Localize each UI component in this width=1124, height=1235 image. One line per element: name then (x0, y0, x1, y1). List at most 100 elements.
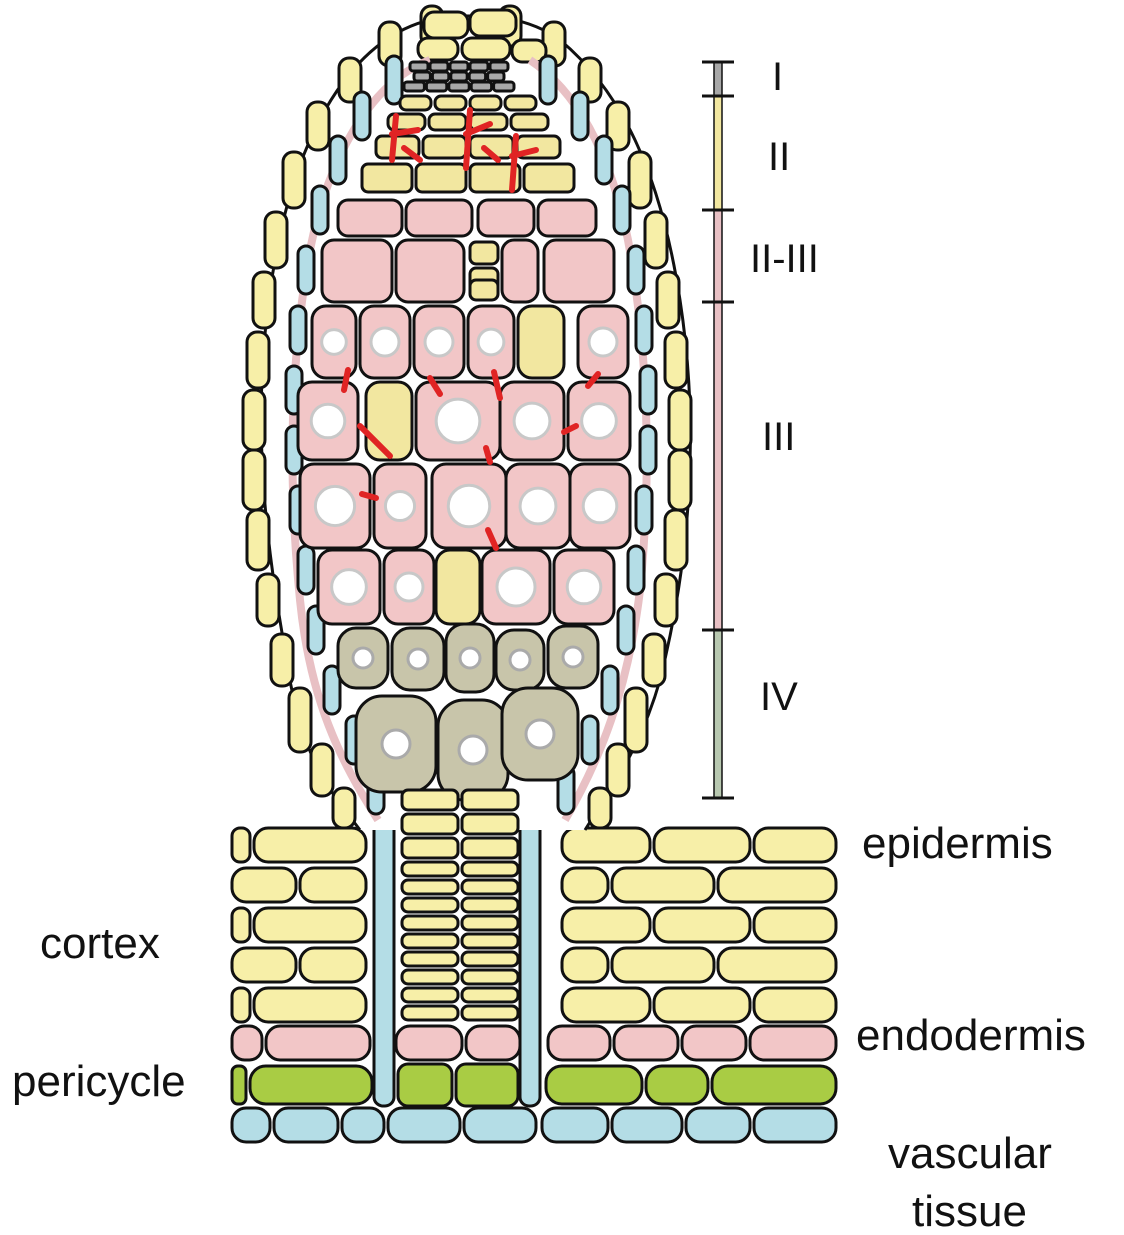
label-vascular: vascular (888, 1129, 1052, 1178)
vascular-cell (342, 1108, 384, 1142)
vascular-cell (388, 1108, 460, 1142)
cortex-cell (562, 868, 608, 902)
label-epidermis: epidermis (862, 819, 1053, 868)
cortex-cell (562, 948, 608, 982)
stage-II-III-cell (538, 200, 596, 236)
cell-remnant (459, 736, 487, 764)
cell-nucleus (322, 330, 347, 355)
stage-II-cell (362, 164, 412, 192)
primordium-vascular-cell (636, 306, 652, 354)
cell-remnant (382, 730, 410, 758)
overlying-cell (333, 788, 355, 828)
stage-III-cell (518, 306, 564, 378)
stage-II-III-cell (322, 240, 392, 302)
stem-cell (462, 880, 518, 894)
primordium-vascular-cell (290, 306, 306, 354)
cell-remnant (408, 649, 428, 669)
stem-cell (462, 916, 518, 930)
stage-I-cell (450, 62, 468, 71)
cell-remnant (460, 648, 480, 668)
stage-II-cell (435, 96, 466, 110)
overlying-cell (655, 574, 677, 626)
primordium-vascular-cell (596, 136, 612, 184)
overlying-cell (247, 332, 269, 388)
stage-III-cells (298, 306, 630, 624)
stage-II-III-cell (478, 200, 534, 236)
primordium-vascular-cell (640, 366, 656, 414)
stage-III-cell (436, 550, 480, 624)
primordium-vascular-cell (540, 56, 556, 104)
stem-cell (402, 898, 458, 912)
endodermis-cell (266, 1026, 370, 1060)
stem-cell (402, 952, 458, 966)
vascular-cell (274, 1108, 338, 1142)
overlying-cell (265, 212, 287, 268)
stem-cell (402, 862, 458, 876)
primordium-vascular-cell (298, 246, 314, 294)
cortex-cell (612, 868, 714, 902)
stem-cell (462, 790, 518, 810)
stem-cell (462, 952, 518, 966)
overlying-cell (643, 634, 665, 686)
cortex-cell (612, 948, 714, 982)
cortex-cell (300, 868, 366, 902)
overlying-cell (589, 788, 611, 828)
stage-I-cell (494, 82, 514, 91)
stem-cell (402, 838, 458, 858)
primordium-vascular-cell (298, 546, 314, 594)
cortex-cell (718, 868, 836, 902)
stage-II-cell (429, 114, 466, 130)
stage-I-cell (451, 72, 467, 81)
overlying-cell (283, 152, 305, 208)
cortex-cell (754, 988, 836, 1022)
overlying-cell (645, 212, 667, 268)
stage-II-III-cell (470, 242, 498, 264)
overlying-cell (625, 688, 647, 752)
stage-I-cell (426, 82, 446, 91)
stem-cell (402, 790, 458, 810)
stage-II-III-cell (470, 280, 498, 300)
stem-cell (402, 880, 458, 894)
pericycle-cell (250, 1066, 372, 1104)
stage-I-cells (404, 62, 514, 91)
stage-II-III-cell (544, 240, 614, 302)
epidermis-cell (254, 828, 366, 862)
stem-cell (402, 1006, 458, 1020)
label-cortex: cortex (40, 919, 160, 968)
stage-I-cell (430, 62, 448, 71)
overlying-cell (418, 38, 458, 60)
stem-cell (402, 916, 458, 930)
endodermis-cell (396, 1026, 462, 1060)
vascular-cell (754, 1108, 836, 1142)
stage-II-cell (511, 114, 548, 130)
endodermis-cell (682, 1026, 746, 1060)
cortex-cell (654, 908, 750, 942)
cell-nucleus (589, 328, 617, 356)
overlying-cell (307, 102, 329, 150)
primordium-vascular-cell (636, 486, 652, 534)
cortex-cell (654, 988, 750, 1022)
cell-nucleus (385, 491, 414, 520)
cell-remnant (353, 648, 373, 668)
cell-remnant (510, 650, 530, 670)
stem-cell (462, 934, 518, 948)
pericycle-cell (232, 1066, 246, 1104)
cortex-cell (300, 948, 366, 982)
stage-II-cell (423, 136, 466, 158)
division-plane (362, 494, 376, 498)
cell-nucleus (371, 328, 399, 356)
stage-IV-cells (338, 624, 598, 800)
endodermis-cell (466, 1026, 520, 1060)
pericycle-cell (398, 1064, 452, 1106)
primordium-vascular-cell (618, 606, 634, 654)
stage-label-III: III (762, 415, 795, 459)
primordium-vascular-cell (614, 186, 630, 234)
overlying-cell (629, 152, 651, 208)
cell-nucleus (448, 485, 489, 526)
overlying-cell (271, 634, 293, 686)
stage-label-IV: IV (760, 675, 798, 719)
division-plane (512, 136, 516, 190)
stem-cell (462, 970, 518, 984)
vascular-cell (374, 800, 394, 1106)
